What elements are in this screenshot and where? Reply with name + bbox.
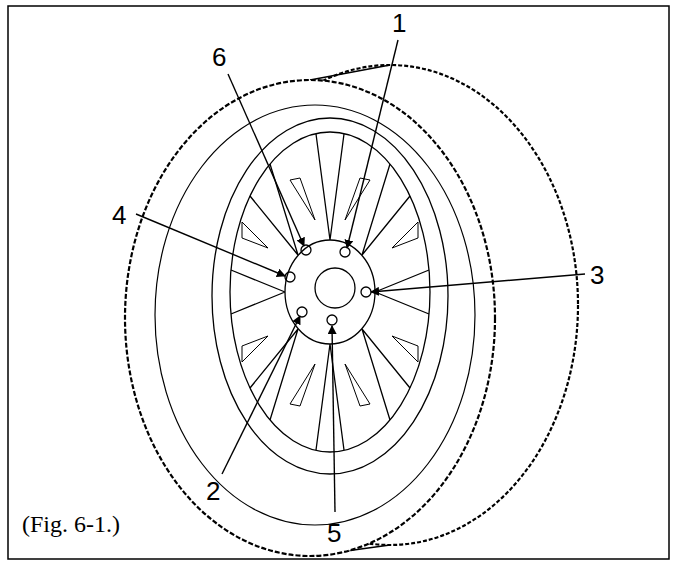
callout-number: 5: [327, 520, 341, 546]
leader-lines: [136, 40, 585, 512]
figure-caption: (Fig. 6-1.): [22, 512, 120, 536]
tire: [125, 65, 578, 556]
callout-number: 2: [206, 478, 220, 504]
callout-number: 3: [590, 262, 604, 288]
callout-number: 6: [212, 44, 226, 70]
callout-number: 1: [392, 10, 406, 36]
frame: [8, 6, 669, 559]
callout-number: 4: [112, 202, 126, 228]
rim: [212, 118, 448, 474]
